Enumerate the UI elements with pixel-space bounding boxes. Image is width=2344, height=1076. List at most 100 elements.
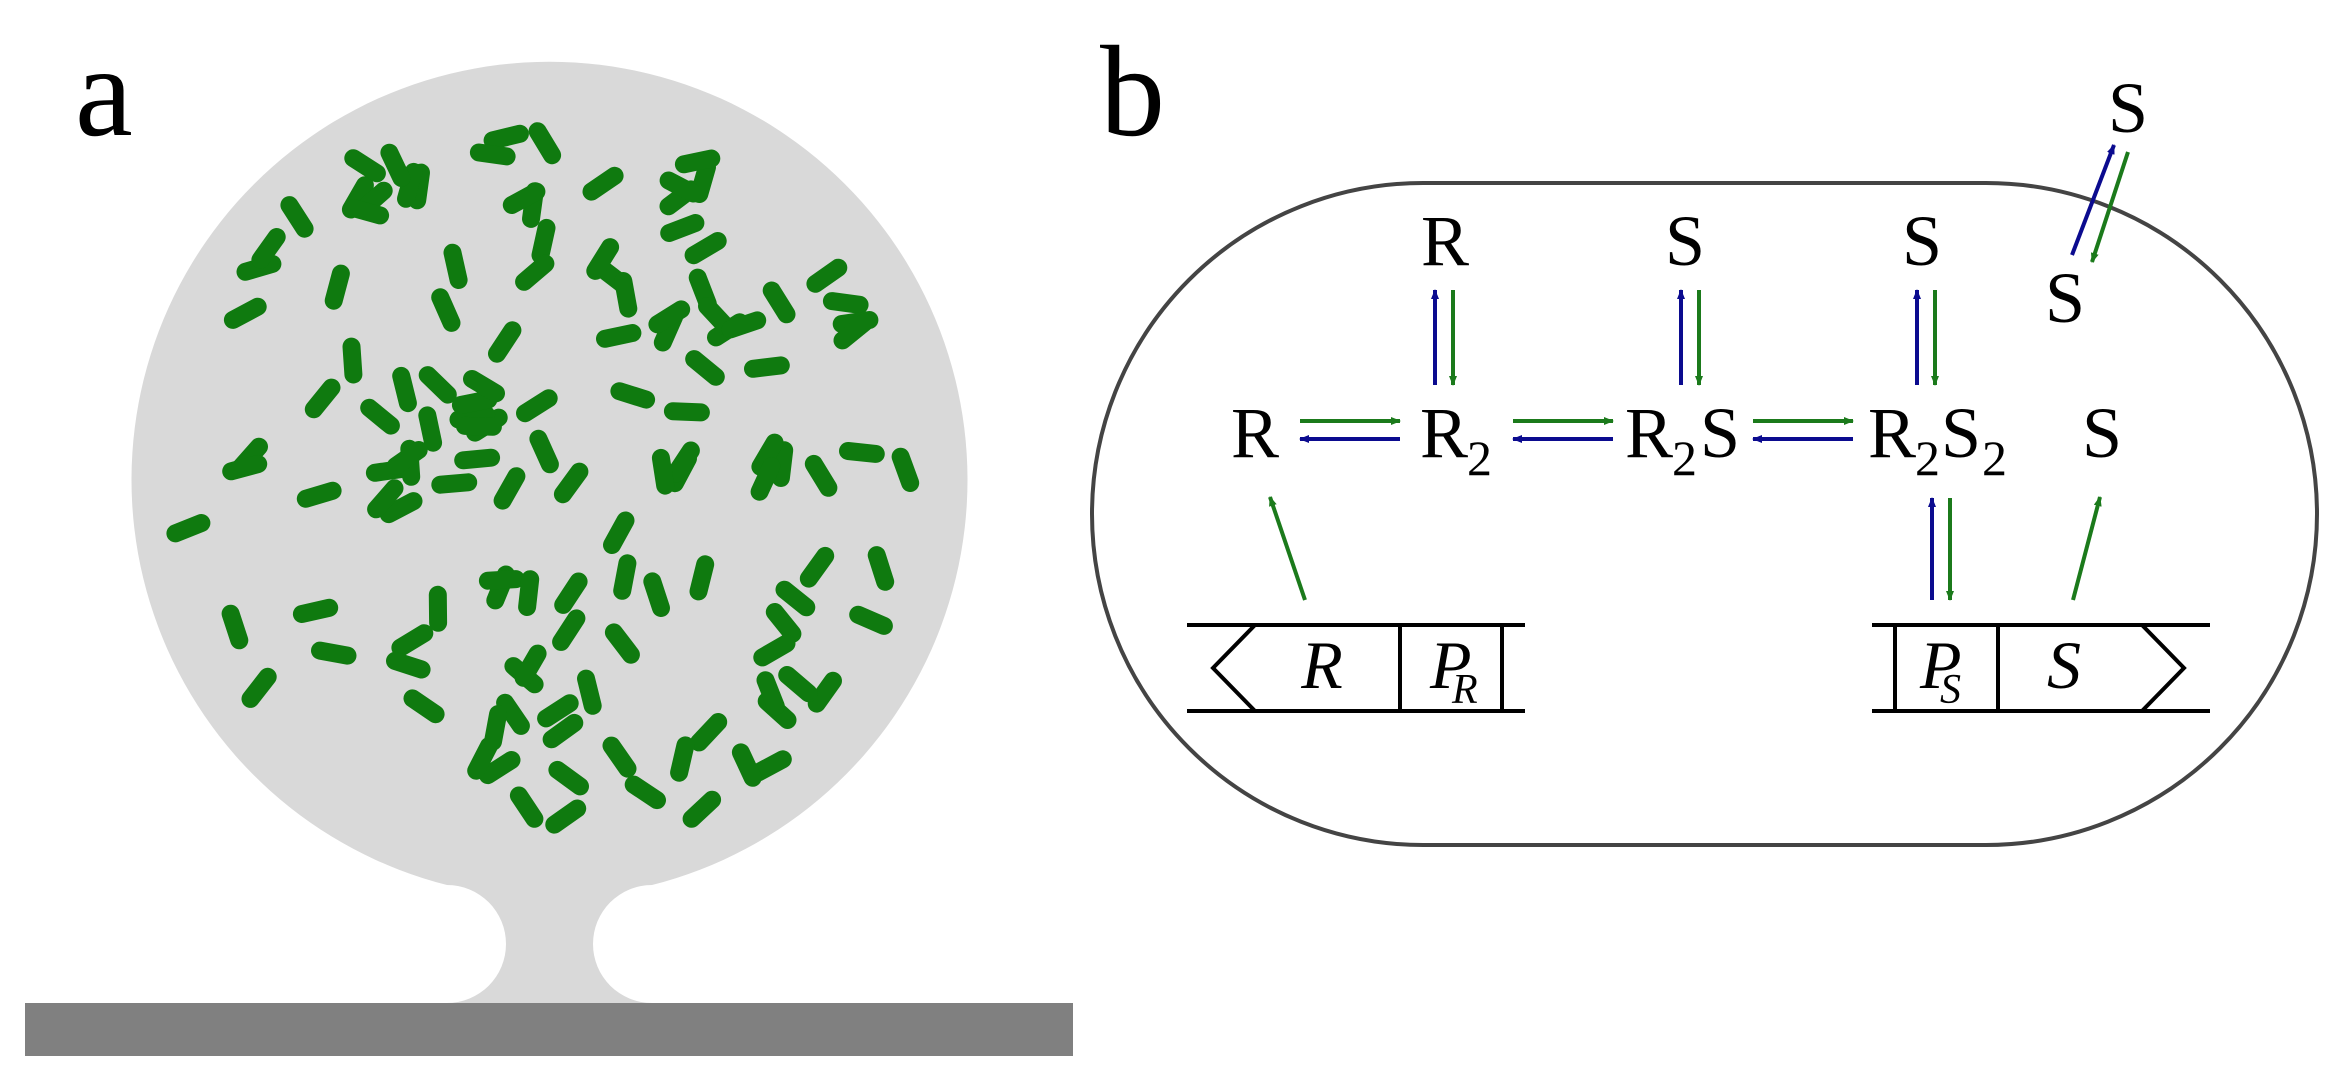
bacterium-cell (554, 572, 588, 614)
bacterium-cell (515, 254, 555, 291)
bacterium-cell (690, 713, 728, 752)
bacterium-cell (488, 321, 522, 363)
bacterium-cell (467, 736, 498, 780)
bacterium-cell (496, 693, 530, 735)
species-R2S2-sub-2: 2 (1982, 430, 2007, 486)
bacterium-cell (582, 166, 624, 201)
panel-a: a (25, 20, 1073, 1056)
gene-S-label: S (2047, 627, 2081, 703)
panel-a-letter: a (75, 20, 133, 164)
arrow-S-export (2070, 144, 2116, 256)
bacterium-cell (431, 473, 478, 494)
promoter-PR-sub: R (1451, 667, 1478, 713)
bacterium-cell (721, 311, 767, 339)
bacterium-cell (418, 406, 443, 452)
bacterium-cell (596, 324, 642, 348)
bacterium-cell (514, 644, 547, 687)
bacteria-cells (166, 122, 920, 834)
panel-b: b R S S S S R R 2 R 2 S R 2 S 2 S (1090, 20, 2319, 847)
species-R2S2-main: R (1868, 393, 1916, 473)
bacterium-cell (822, 292, 869, 314)
species-S-free: S (2082, 393, 2122, 473)
bacterium-cell (750, 457, 781, 501)
bacterium-cell (380, 143, 411, 187)
bacterium-cell (602, 736, 637, 778)
bacterium-cell (391, 624, 434, 657)
bacterium-cell (528, 122, 562, 165)
bacterium-cell (545, 799, 587, 834)
species-R2S: R 2 S (1625, 393, 1740, 486)
construct-R-arrowhead (1210, 623, 1257, 713)
bacterium-cell (553, 462, 589, 504)
bacterium-cell (833, 313, 874, 350)
bacterium-cell (771, 441, 794, 487)
bacterium-cell (807, 671, 842, 713)
species-R2S-sub: 2 (1672, 430, 1697, 486)
bacterium-cell (663, 402, 710, 422)
bacterium-cell (222, 455, 268, 481)
bacterium-cell (251, 228, 286, 269)
bacterium-cell (311, 641, 357, 665)
bacterium-cell (698, 297, 736, 336)
bacterium-cell (386, 441, 428, 475)
bacterium-cell (753, 634, 796, 667)
bacterium-cell (454, 448, 501, 470)
bacterium-cell (659, 171, 703, 203)
bacterium-cell (392, 366, 417, 413)
bacterium-cell (241, 667, 277, 708)
species-R2S-tail: S (1700, 393, 1740, 473)
bacterium-cell (849, 605, 893, 635)
species-S-outside: S (2108, 68, 2148, 148)
bacterium-cell (451, 390, 498, 414)
bacterium-cell (689, 555, 715, 601)
bacterium-cell (660, 214, 705, 242)
bacterium-cell (799, 546, 835, 588)
construct-S-arrowhead (2140, 623, 2187, 713)
arrow-S-import (2090, 151, 2130, 263)
bacterium-cell (386, 651, 431, 679)
bacterium-cell (379, 492, 423, 524)
bacterium-cell (839, 442, 885, 463)
species-R2S2: R 2 S 2 (1868, 393, 2007, 486)
bacterium-cell (775, 580, 816, 617)
gene-construct-S: P S S (1872, 623, 2210, 713)
bacterium-cell (342, 337, 363, 384)
bacterium-cell (296, 481, 342, 508)
bacterium-cell (223, 297, 267, 329)
bacterium-cell (367, 479, 404, 519)
bacterium-cell (731, 743, 762, 787)
bacterium-cell (502, 182, 546, 214)
panel-b-letter: b (1100, 20, 1165, 164)
bacterium-cell (431, 288, 461, 332)
bacterium-cell (537, 694, 579, 728)
bacterium-cell (806, 258, 848, 293)
bacterium-cell (542, 713, 584, 749)
colony-body (131, 61, 968, 1004)
promoter-PS-main: P (1919, 627, 1962, 703)
bacterium-cell (604, 623, 640, 664)
bacterium-cell (891, 447, 920, 492)
gene-R-label: R (1300, 627, 1343, 703)
bacterium-cell (756, 671, 785, 716)
cell-membrane (1090, 181, 2319, 847)
bacterium-cell (221, 604, 249, 650)
bacterium-cell (666, 441, 700, 483)
substrate (25, 1003, 1073, 1056)
bacterium-cell (548, 760, 589, 796)
bacterium-cell (765, 603, 802, 643)
species-R2S2-sub-1: 2 (1915, 430, 1940, 486)
species-R2S-main: R (1625, 393, 1673, 473)
bacterium-cell (577, 669, 602, 715)
bacterium-cell (280, 196, 314, 238)
species-R-top: R (1421, 201, 1469, 281)
arrow-express-S (2071, 496, 2102, 601)
bacterium-cell (867, 546, 895, 591)
bacterium-cell (624, 775, 666, 810)
bacterium-cell (516, 389, 558, 423)
bacterium-cell (344, 199, 390, 225)
bacterium-cell (292, 598, 339, 623)
bacterium-cell (455, 416, 502, 436)
bacterium-cell (751, 433, 784, 476)
bacterium-cell (603, 511, 635, 554)
bacterium-cell (682, 790, 722, 828)
